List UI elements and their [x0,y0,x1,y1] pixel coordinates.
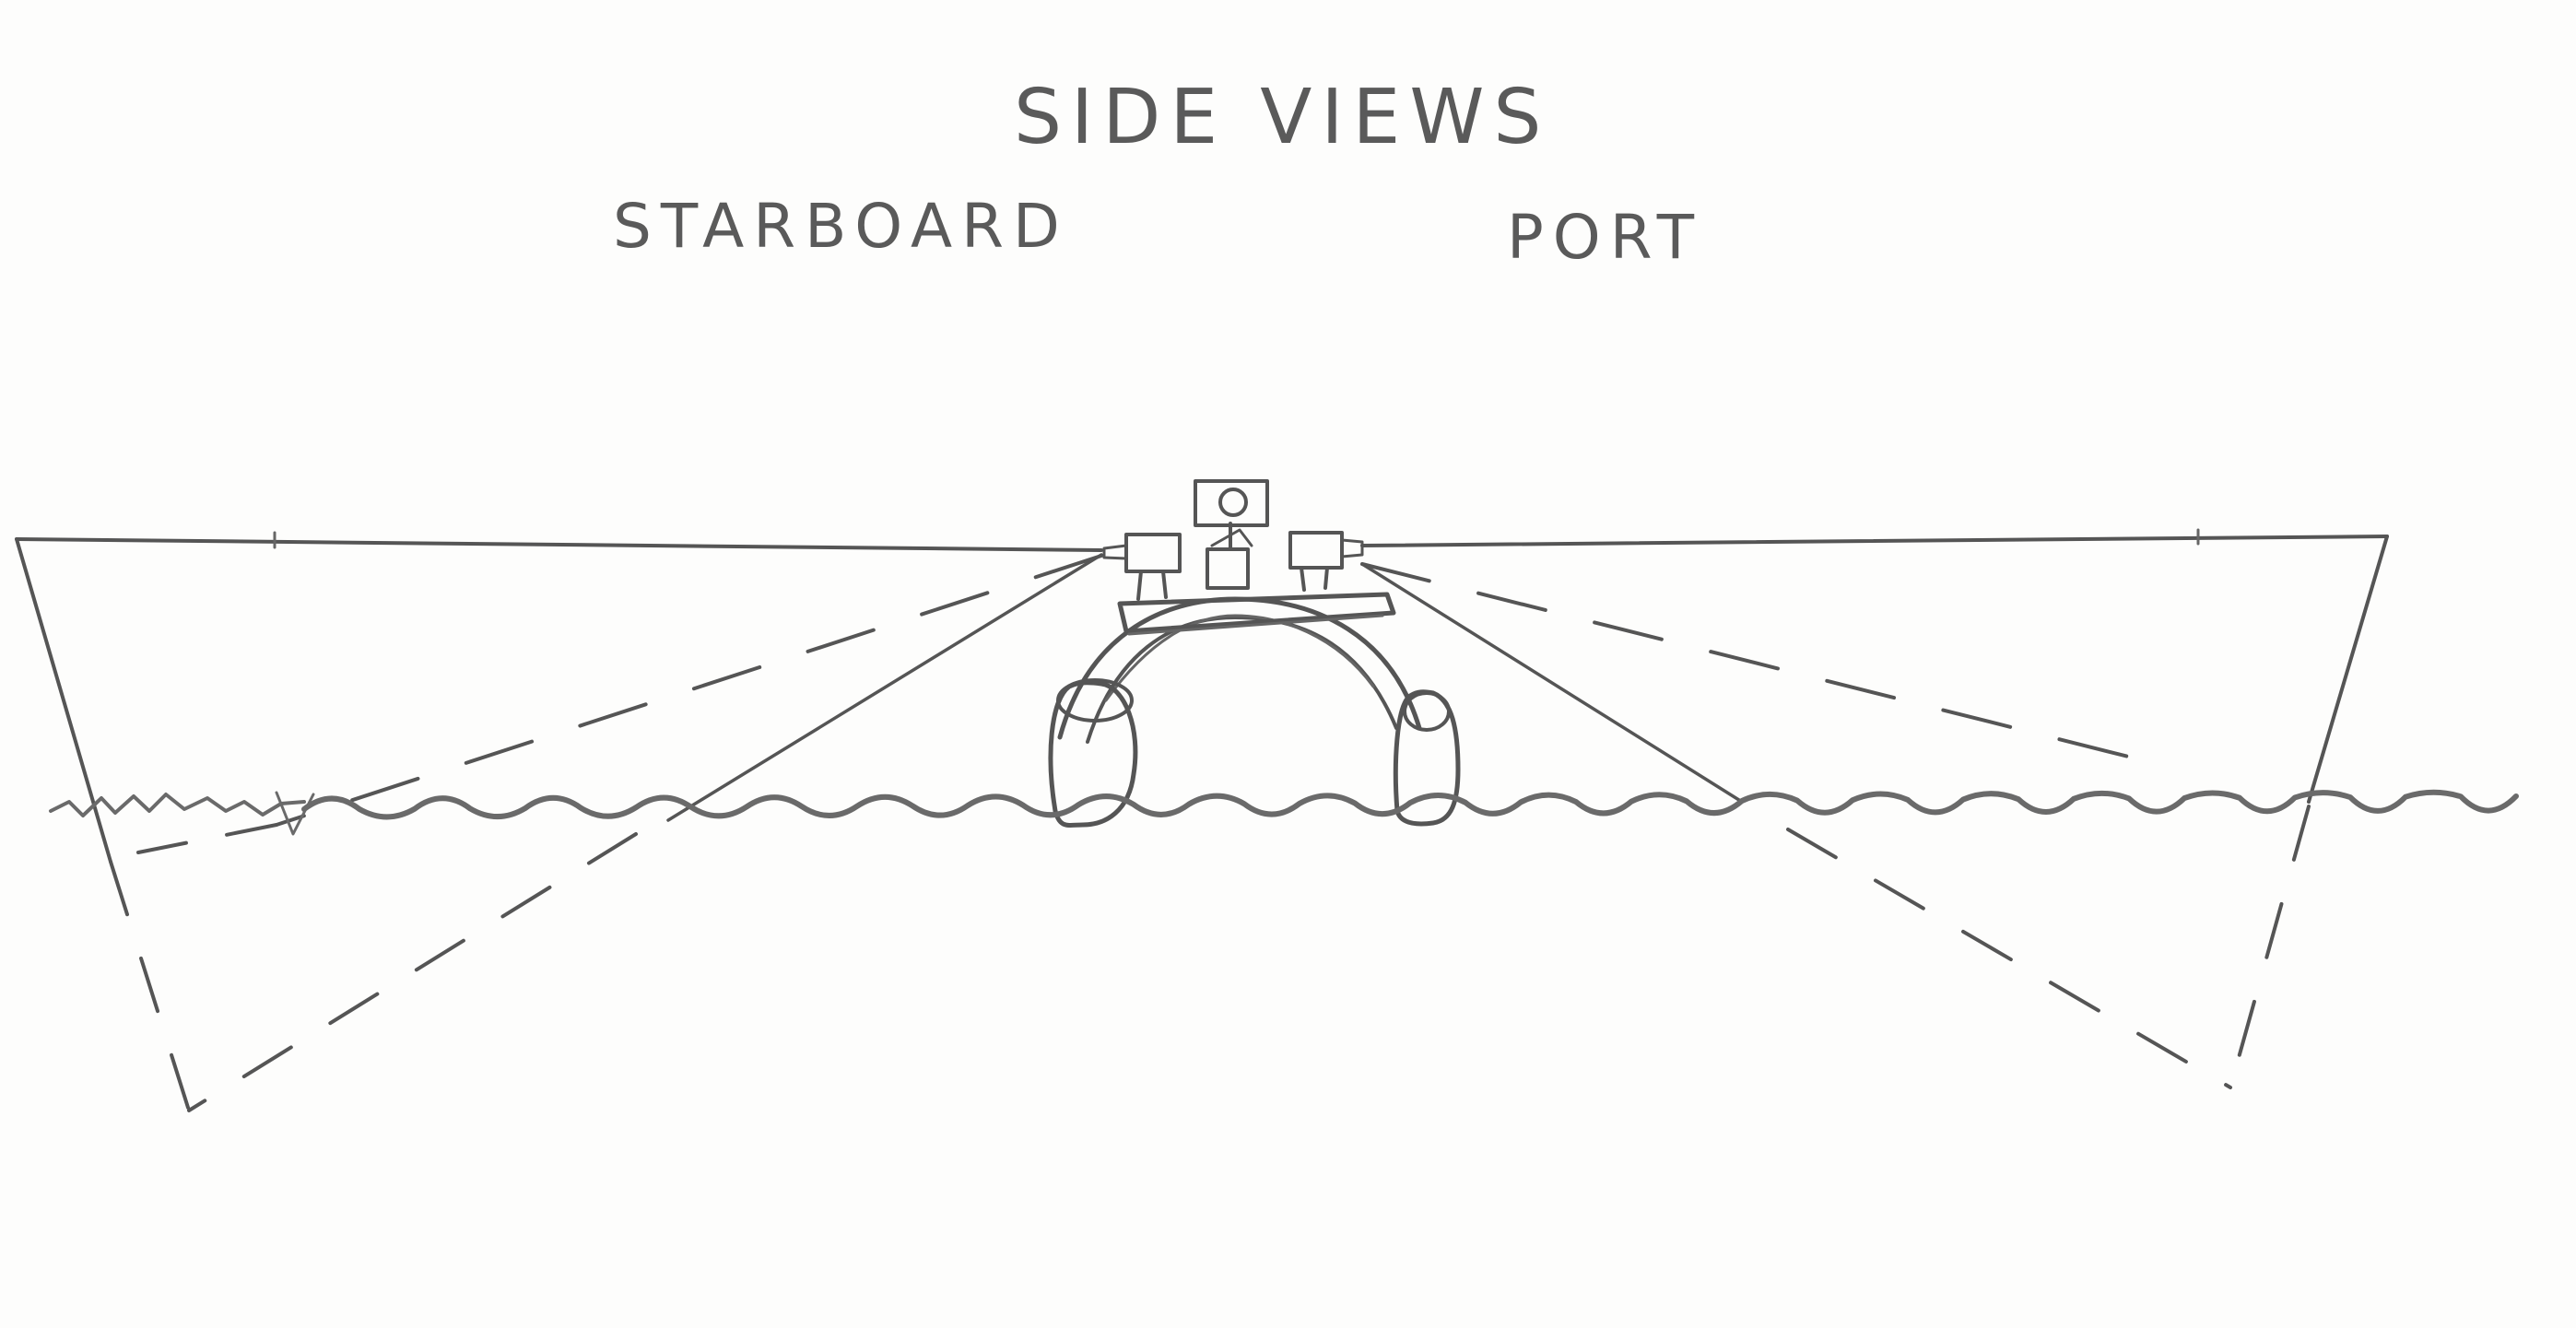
title-text: SIDE VIEWS [1014,74,1550,161]
frame-left-edge [17,539,111,862]
starboard-camera-post [1138,571,1166,599]
starboard-underwater-upper-dashed [138,825,276,852]
water-surface-line [304,793,2516,817]
starboard-upper-dashed-ray [276,556,1101,825]
starboard-view-ray [668,555,1101,820]
starboard-pontoon [1051,683,1135,826]
starboard-underwater-outer-dashed [111,862,189,1111]
port-underwater-lower-dashed [1788,829,2230,1087]
horizon-line-port [1362,536,2387,546]
water-surface-scribble [51,794,304,816]
center-mast-base [1207,549,1248,588]
starboard-label: STARBOARD [613,191,1069,262]
port-camera-lens [1342,540,1362,557]
horizon-line-starboard [17,539,1101,550]
port-underwater-outer-dashed [2230,806,2309,1087]
port-camera-post [1301,568,1327,590]
port-upper-dashed-ray [1362,564,2161,765]
port-label: PORT [1507,202,1703,273]
starboard-camera-mount [1126,535,1180,571]
vessel-drawing [1051,481,1458,826]
underwater-view-frame [111,806,2309,1111]
frame-right-edge [2309,536,2387,802]
top-sensor-lens [1220,489,1246,515]
starboard-underwater-lower-dashed [189,834,636,1111]
camera-view-rays [668,555,1742,820]
water-surface-scribble-mark [276,793,313,834]
dashed-view-rays [276,556,2161,825]
port-view-ray [1362,564,1742,802]
starboard-camera-lens [1104,546,1126,558]
port-camera-mount [1290,533,1342,568]
